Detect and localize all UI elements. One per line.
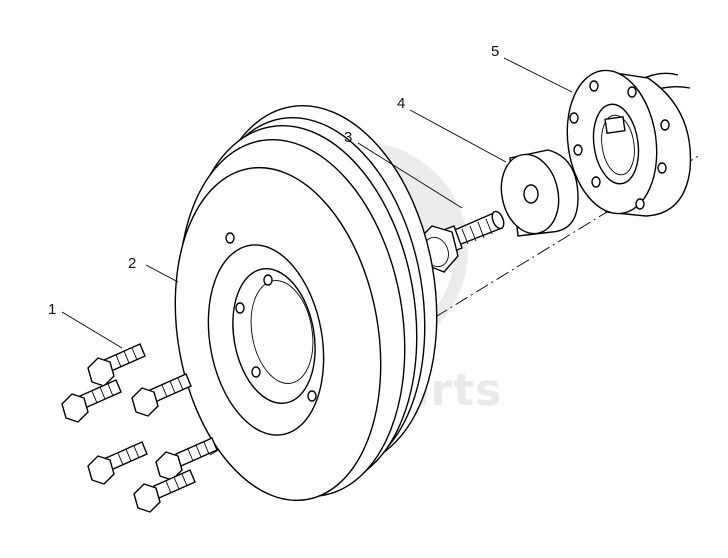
callout-5: 5: [491, 43, 499, 60]
leader-line-4: [409, 109, 507, 163]
callout-4: 4: [397, 95, 405, 112]
leader-line-1: [61, 311, 123, 349]
washer-part-4: [500, 149, 579, 237]
bolt-1a: [87, 343, 146, 387]
bolt-1d: [87, 441, 148, 485]
leader-line-3: [357, 142, 463, 209]
callout-2: 2: [128, 255, 136, 272]
pulley-part-2: [174, 105, 438, 502]
callout-3: 3: [344, 129, 352, 146]
hub-flange-part-5: [566, 69, 692, 217]
bolt-1f: [133, 469, 196, 513]
bolt-1c: [131, 373, 192, 417]
leader-line-2: [145, 264, 179, 283]
bolt-set-part-1: [61, 343, 218, 513]
callout-1: 1: [48, 301, 56, 318]
bolt-1e: [155, 437, 218, 481]
bolt-1b: [61, 379, 122, 423]
leader-line-5: [503, 57, 573, 93]
